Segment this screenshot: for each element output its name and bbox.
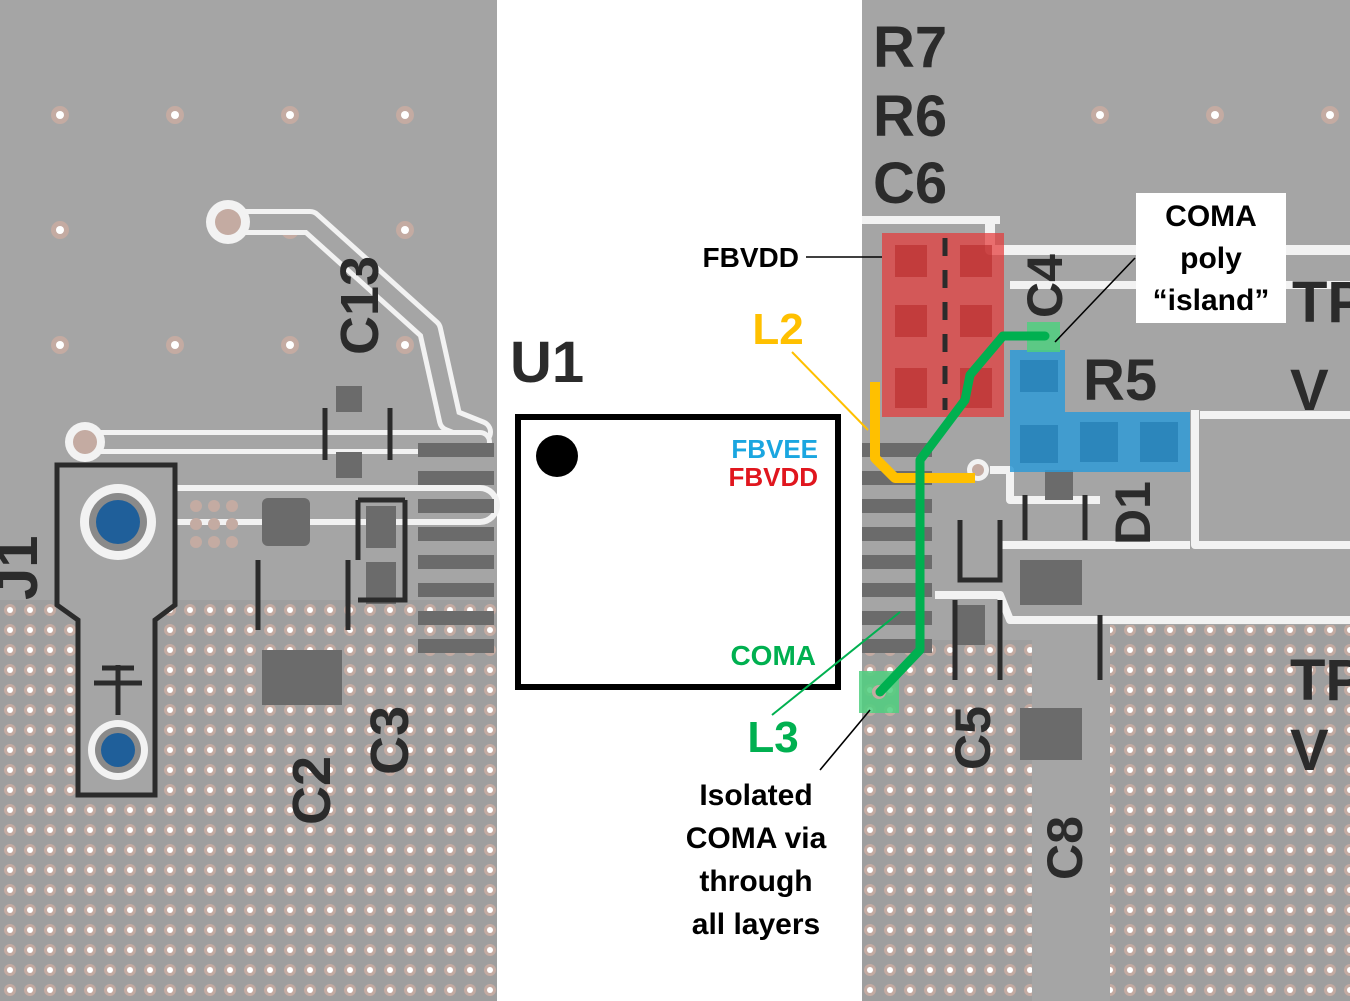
u1-pin [862, 583, 932, 597]
u1-pin [418, 527, 494, 541]
u1-left-pins [418, 443, 494, 653]
u1-pin [418, 443, 494, 457]
left-silkscreen-lines [255, 408, 408, 630]
via-line-3: through [699, 865, 812, 898]
label-tp-upper: TP [1292, 270, 1350, 335]
ground-symbol [94, 665, 142, 715]
right-board [862, 0, 1350, 1001]
u1-package [515, 414, 841, 690]
l3-leader [771, 611, 901, 716]
l2-trace [870, 382, 975, 483]
label-r5: R5 [1083, 348, 1157, 413]
u1-pin [418, 639, 494, 653]
u1-pin [862, 611, 932, 625]
l3-trace [875, 331, 1050, 697]
island-line-2: poly [1180, 242, 1242, 275]
right-passives [955, 470, 1082, 760]
callout-l3: L3 [747, 713, 798, 762]
callout-l2: L2 [752, 305, 803, 354]
island-line-1: COMA [1165, 200, 1257, 233]
u1-pin [418, 471, 494, 485]
j1-connector [54, 462, 178, 798]
label-tp-lower-v: V [1290, 718, 1329, 783]
fbvdd-resistor-highlight [882, 233, 1004, 417]
label-c5: C5 [945, 706, 1001, 770]
dense-via-field-right-lower [1110, 625, 1350, 1001]
sparse-via-grid-right [1091, 106, 1339, 124]
chip-pin-coma: COMA [730, 640, 816, 671]
chip-pin-fbvdd: FBVDD [728, 462, 818, 492]
label-u1: U1 [510, 330, 584, 395]
via-line-1: Isolated [699, 779, 812, 812]
label-d1: D1 [1105, 481, 1161, 545]
label-c4: C4 [1017, 254, 1073, 318]
label-c2: C2 [282, 756, 342, 825]
u1-pin [418, 499, 494, 513]
u1-pin [418, 555, 494, 569]
label-j1: J1 [0, 535, 50, 600]
label-c13: C13 [330, 256, 390, 355]
via-cluster-left [190, 500, 238, 548]
fbvee-pads-highlight [1010, 350, 1190, 472]
via-line-2: COMA via [686, 822, 827, 855]
u1-pin [862, 555, 932, 569]
sparse-via-grid-left [51, 106, 414, 354]
u1-pin [862, 527, 932, 541]
label-c3: C3 [360, 706, 420, 775]
l2-leader [791, 351, 869, 431]
label-tp-lower: TP [1290, 648, 1350, 713]
u1-pin [862, 499, 932, 513]
label-tp-upper-v: V [1290, 358, 1329, 423]
island-line-3: “island” [1153, 284, 1270, 317]
pin1-marker [536, 435, 578, 477]
chip-pin-fbvee: FBVEE [731, 434, 818, 464]
label-c8: C8 [1037, 816, 1093, 880]
silkscreen-labels: U1 C13 C2 C3 J1 R7 R6 C6 C4 R5 D1 C5 C8 … [0, 15, 1350, 880]
callout-lines [806, 256, 1136, 771]
right-silkscreen-lines [952, 495, 1103, 680]
dense-via-field-left [0, 600, 497, 1001]
u1-pin [418, 583, 494, 597]
label-r7: R7 [873, 15, 947, 80]
u1-pin [418, 611, 494, 625]
callout-fbvdd: FBVDD [703, 242, 799, 273]
via-callout: Isolated COMA via through all layers [686, 779, 827, 941]
label-r6: R6 [873, 84, 947, 149]
annotations: FBVEE FBVDD COMA FBVDD L2 L3 COMA poly “… [686, 193, 1286, 941]
via-line-4: all layers [692, 908, 820, 941]
u1-right-pins [862, 443, 932, 653]
left-passives [262, 386, 396, 705]
island-callout: COMA poly “island” [1136, 193, 1286, 323]
label-c6: C6 [873, 151, 947, 216]
